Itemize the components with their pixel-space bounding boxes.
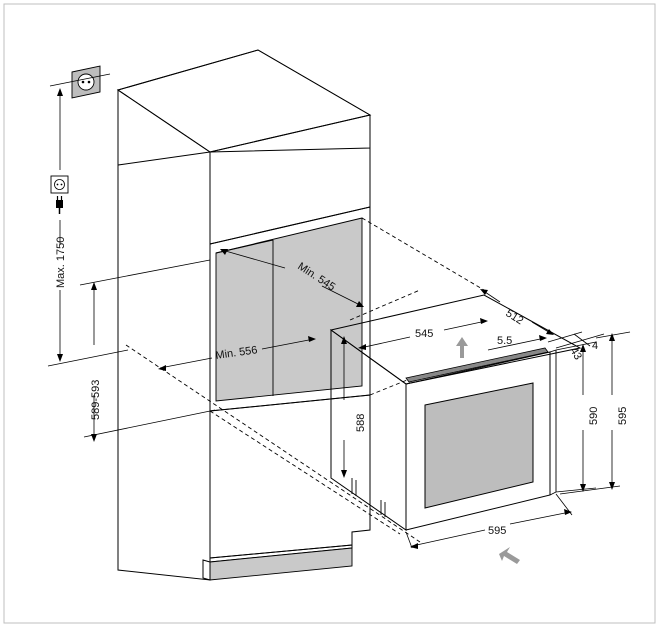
appliance-width-label: 545 [415,328,433,340]
niche-recess [215,217,363,402]
side-depth-dimension: 43 4 [547,331,605,363]
frame-border [3,3,656,624]
overall-height-dimension: 595 [559,331,631,495]
niche-height-dimension: 589-593 [79,259,216,442]
cabinet-lower-front [209,394,371,559]
cabinet-top [116,49,372,153]
body-height-label: 588 [355,414,367,432]
niche-height-label: 589-593 [90,380,102,420]
overall-width-label: 595 [488,525,506,537]
offset-label: 5.5 [497,335,512,347]
appliance-depth-label: 512 [503,307,525,327]
cabinet-plinth [209,547,353,581]
door-height-dimension: 590 [555,341,600,493]
door-height-label: 590 [588,407,600,425]
max-height-label: Max. 1750 [55,237,67,288]
offset-dimension: 5.5 [487,335,547,351]
appliance [329,294,582,531]
door-glass [424,382,534,509]
max-height-dimension: Max. 1750 [47,73,129,367]
plug-icon [56,196,63,214]
body-height-dimension: 588 [341,336,367,478]
overall-height-label: 595 [617,407,629,425]
control-strip [405,347,549,383]
arrow-up-icon [456,337,468,358]
door-4-label: 4 [592,340,598,352]
projection-lines [125,217,485,543]
power-socket-icon [71,65,101,99]
depth-43-label: 43 [567,346,584,363]
overall-width-dimension: 595 [405,493,573,549]
cabinet [116,49,372,581]
min-width-dimension: Min. 556 [158,336,316,371]
arrow-diagonal-icon [499,547,520,564]
appliance-width-top-dimension: 545 [358,318,488,350]
min-width-label: Min. 556 [215,344,258,362]
power-socket-icon [50,175,69,194]
appliance-depth-dimension: 512 [480,289,554,335]
